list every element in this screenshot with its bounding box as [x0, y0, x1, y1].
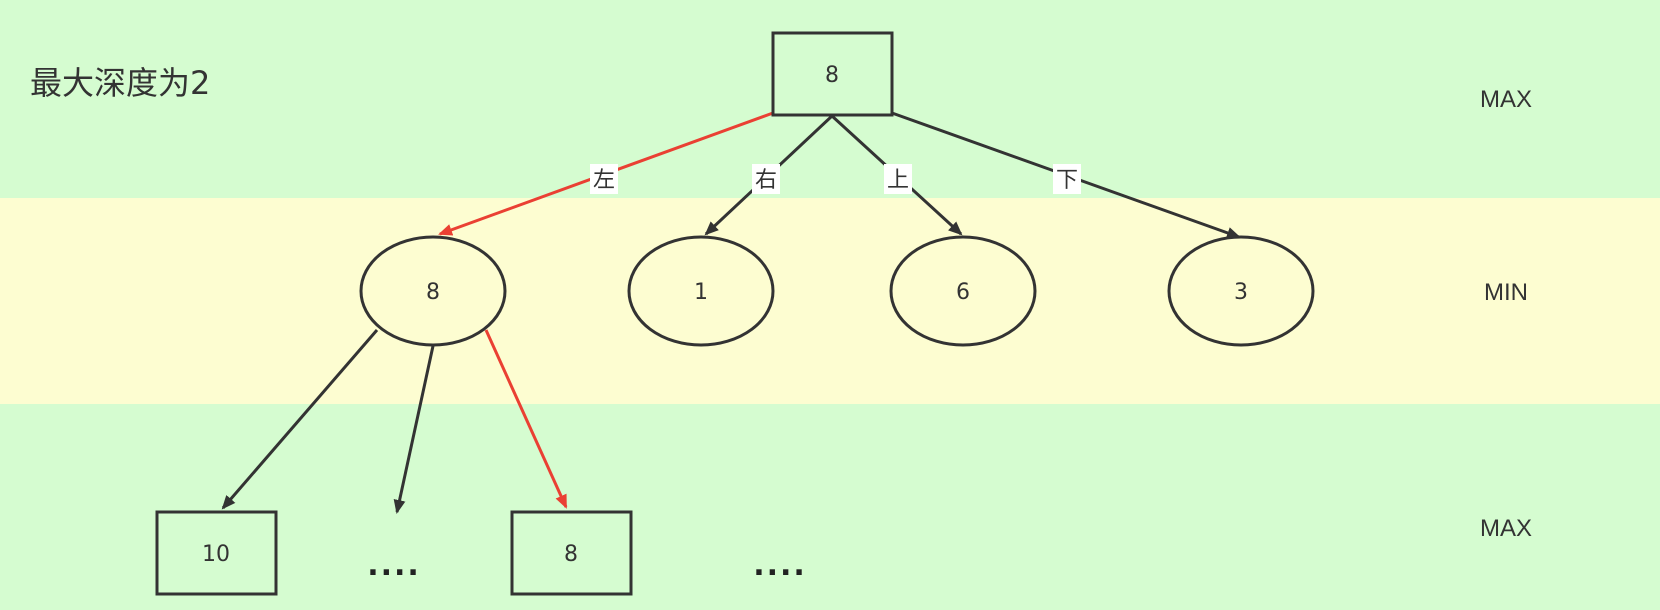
edge-child-to-10 — [221, 329, 379, 510]
max-node-8-value: 8 — [564, 542, 578, 567]
min-node-left-value: 8 — [426, 280, 440, 305]
min-node-down-value: 3 — [1234, 280, 1248, 305]
edge-label-left: 左 — [590, 164, 618, 194]
root-node-value: 8 — [825, 63, 839, 88]
depth-title: 最大深度为2 — [30, 64, 210, 102]
min-node-down: 3 — [1167, 235, 1315, 347]
min-node-left: 8 — [359, 235, 507, 347]
min-node-right-value: 1 — [694, 280, 708, 305]
root-max-node: 8 — [771, 31, 894, 117]
ellipsis-under-left: .... — [367, 548, 421, 583]
svg-text:上: 上 — [887, 168, 909, 193]
ellipsis-bottom-right: .... — [753, 548, 807, 583]
layer-label-bottom: MAX — [1480, 515, 1532, 542]
min-node-up-value: 6 — [956, 280, 970, 305]
min-node-right: 1 — [627, 235, 775, 347]
edge-label-right: 右 — [752, 164, 780, 194]
min-band — [0, 198, 1660, 404]
edge-child-to-dots — [393, 345, 435, 514]
layer-label-top: MAX — [1480, 86, 1532, 113]
svg-text:左: 左 — [593, 168, 615, 193]
edge-label-down: 下 — [1053, 164, 1081, 194]
max-node-10-value: 10 — [202, 542, 230, 567]
max-node-10: 10 — [155, 510, 278, 596]
max-node-8-highlighted: 8 — [510, 510, 633, 596]
edge-label-up: 上 — [884, 164, 912, 194]
svg-text:下: 下 — [1056, 168, 1078, 193]
svg-text:右: 右 — [755, 168, 777, 193]
edge-child-to-8 — [484, 329, 568, 509]
layer-label-middle: MIN — [1484, 279, 1528, 306]
min-node-up: 6 — [889, 235, 1037, 347]
